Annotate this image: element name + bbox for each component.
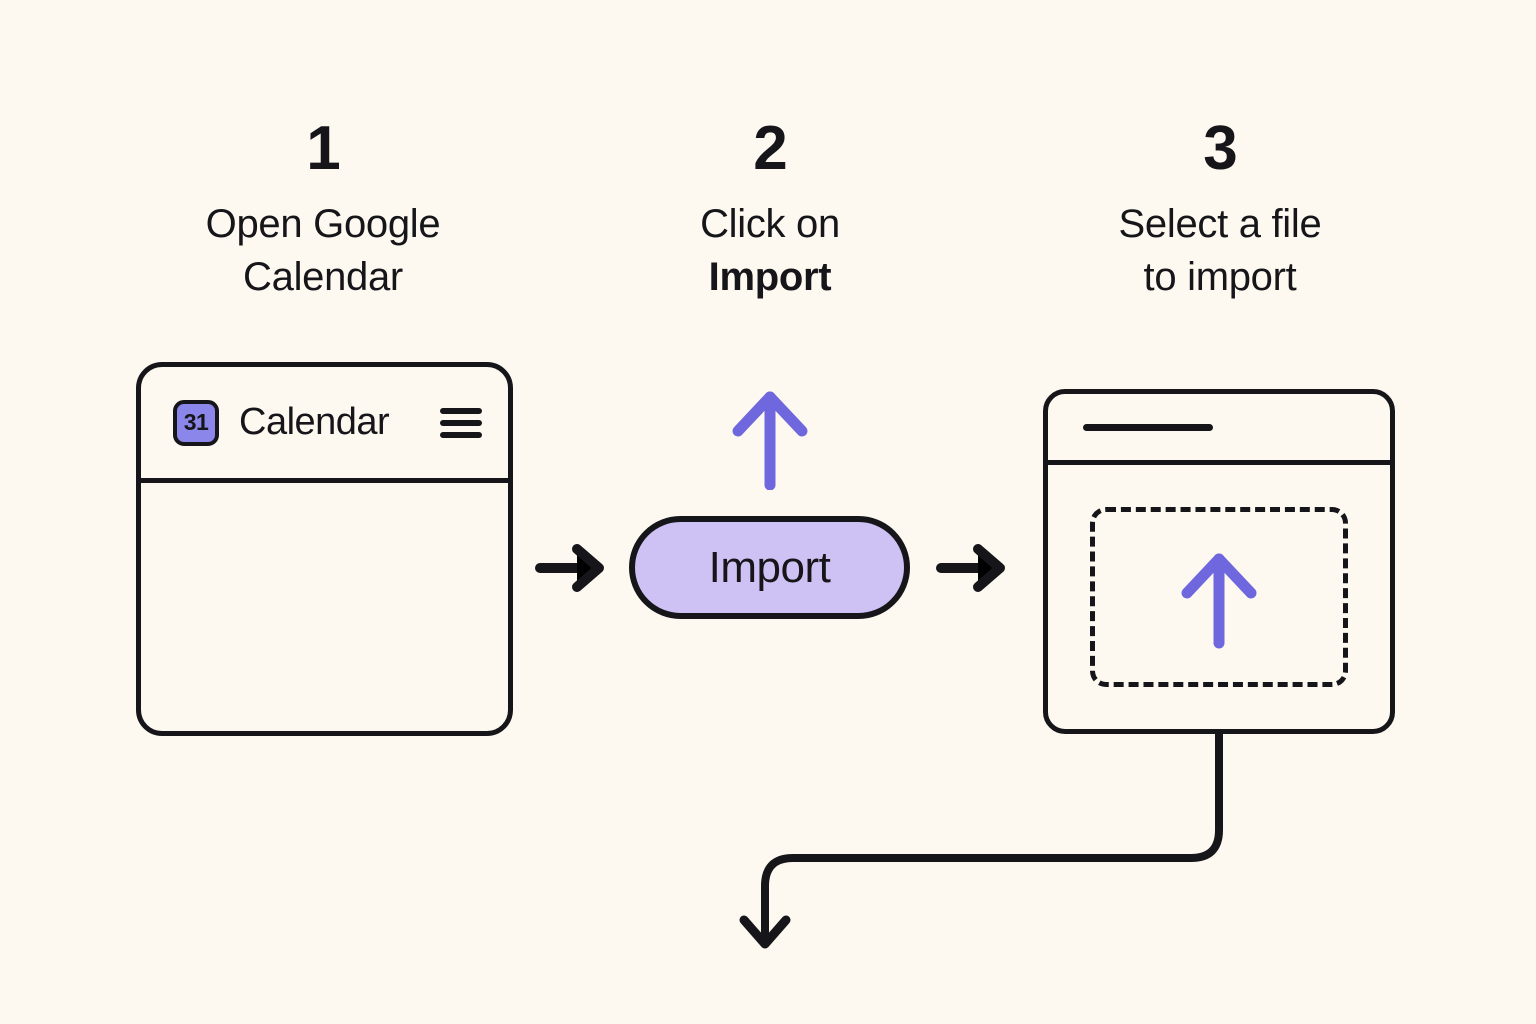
hamburger-bar [440, 431, 482, 438]
hamburger-menu-icon[interactable] [440, 407, 482, 438]
file-picker-window[interactable] [1043, 389, 1395, 734]
step-3-caption: Select a file to import [1040, 198, 1400, 304]
file-picker-content-area [1048, 465, 1390, 729]
step-1-number: 1 [306, 114, 340, 183]
step-1-caption-line2: Calendar [243, 254, 403, 299]
step-2-heading: 2 Click on Import [605, 118, 935, 304]
file-dropzone[interactable] [1090, 507, 1348, 687]
arrow-right-step1-to-step2 [535, 544, 604, 592]
step-2-caption: Click on Import [605, 198, 935, 304]
calendar-31-icon: 31 [173, 399, 219, 446]
upload-arrow-up-icon [1179, 545, 1259, 650]
hamburger-bar [440, 419, 482, 426]
step-3-caption-line2: to import [1143, 254, 1297, 299]
arrow-right-step2-to-step3 [936, 544, 1005, 592]
step-3-caption-line1: Select a file [1118, 202, 1322, 246]
step-1-caption: Open Google Calendar [123, 198, 523, 304]
calendar-window[interactable]: 31 Calendar [136, 362, 513, 736]
file-picker-titlebar [1048, 394, 1390, 465]
step-3-number: 3 [1203, 114, 1237, 183]
calendar-content-area [141, 483, 508, 731]
step-2-caption-emphasis: Import [708, 254, 832, 299]
hamburger-bar [440, 407, 482, 414]
step-2-caption-line1: Click on [700, 202, 840, 246]
step-1-heading: 1 Open Google Calendar [123, 118, 523, 304]
elbow-arrow-down-connector [739, 730, 1223, 949]
step-1-caption-line1: Open Google [205, 202, 441, 246]
calendar-titlebar: 31 Calendar [141, 367, 508, 483]
calendar-app-title: Calendar [239, 401, 390, 443]
import-pointer-arrow-up-icon [730, 385, 810, 491]
step-3-heading: 3 Select a file to import [1040, 118, 1400, 304]
file-picker-title-placeholder [1083, 423, 1213, 431]
import-button[interactable]: Import [629, 516, 910, 619]
step-2-number: 2 [753, 114, 787, 183]
